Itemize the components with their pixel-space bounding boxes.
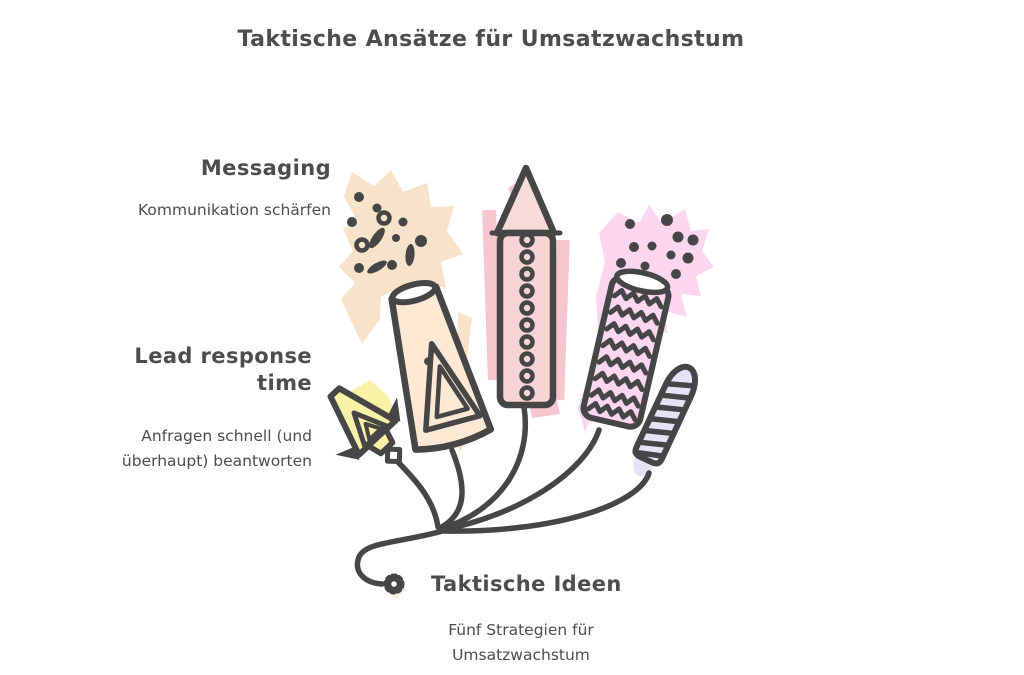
hub-description: Fünf Strategien für Umsatzwachstum	[448, 621, 594, 664]
messaging-description: Kommunikation schärfen	[138, 201, 331, 219]
sparks-pink	[616, 214, 699, 279]
rivet-column	[519, 232, 535, 401]
fuse-yellow	[391, 455, 441, 530]
lead-response-description: Anfragen schnell (und überhaupt) beantwo…	[121, 427, 312, 470]
fuse-pink	[438, 404, 528, 532]
fuse-lines	[354, 404, 652, 587]
sparks-peach	[347, 192, 427, 274]
diagram-title: Taktische Ansätze für Umsatzwachstum	[237, 27, 745, 52]
fuse-tail	[354, 527, 449, 587]
rocket-yellow	[327, 385, 403, 465]
stripe-pattern	[632, 381, 697, 459]
peach-splash	[339, 170, 463, 344]
fuse-cone	[437, 447, 465, 531]
fuse-chevron	[439, 427, 602, 533]
fuse-lavender	[441, 470, 652, 534]
hub-label: Taktische Ideen	[431, 572, 622, 596]
rocket-peach-cone	[388, 280, 495, 453]
gear-icon	[383, 573, 405, 595]
rocket-lavender-striped	[632, 363, 699, 467]
chevron-pattern	[585, 287, 664, 423]
lead-response-label: Lead response time	[134, 344, 312, 395]
messaging-label: Messaging	[200, 156, 331, 180]
rocket-pink-tall	[489, 164, 563, 409]
rocket-chevron-tube	[580, 268, 672, 430]
